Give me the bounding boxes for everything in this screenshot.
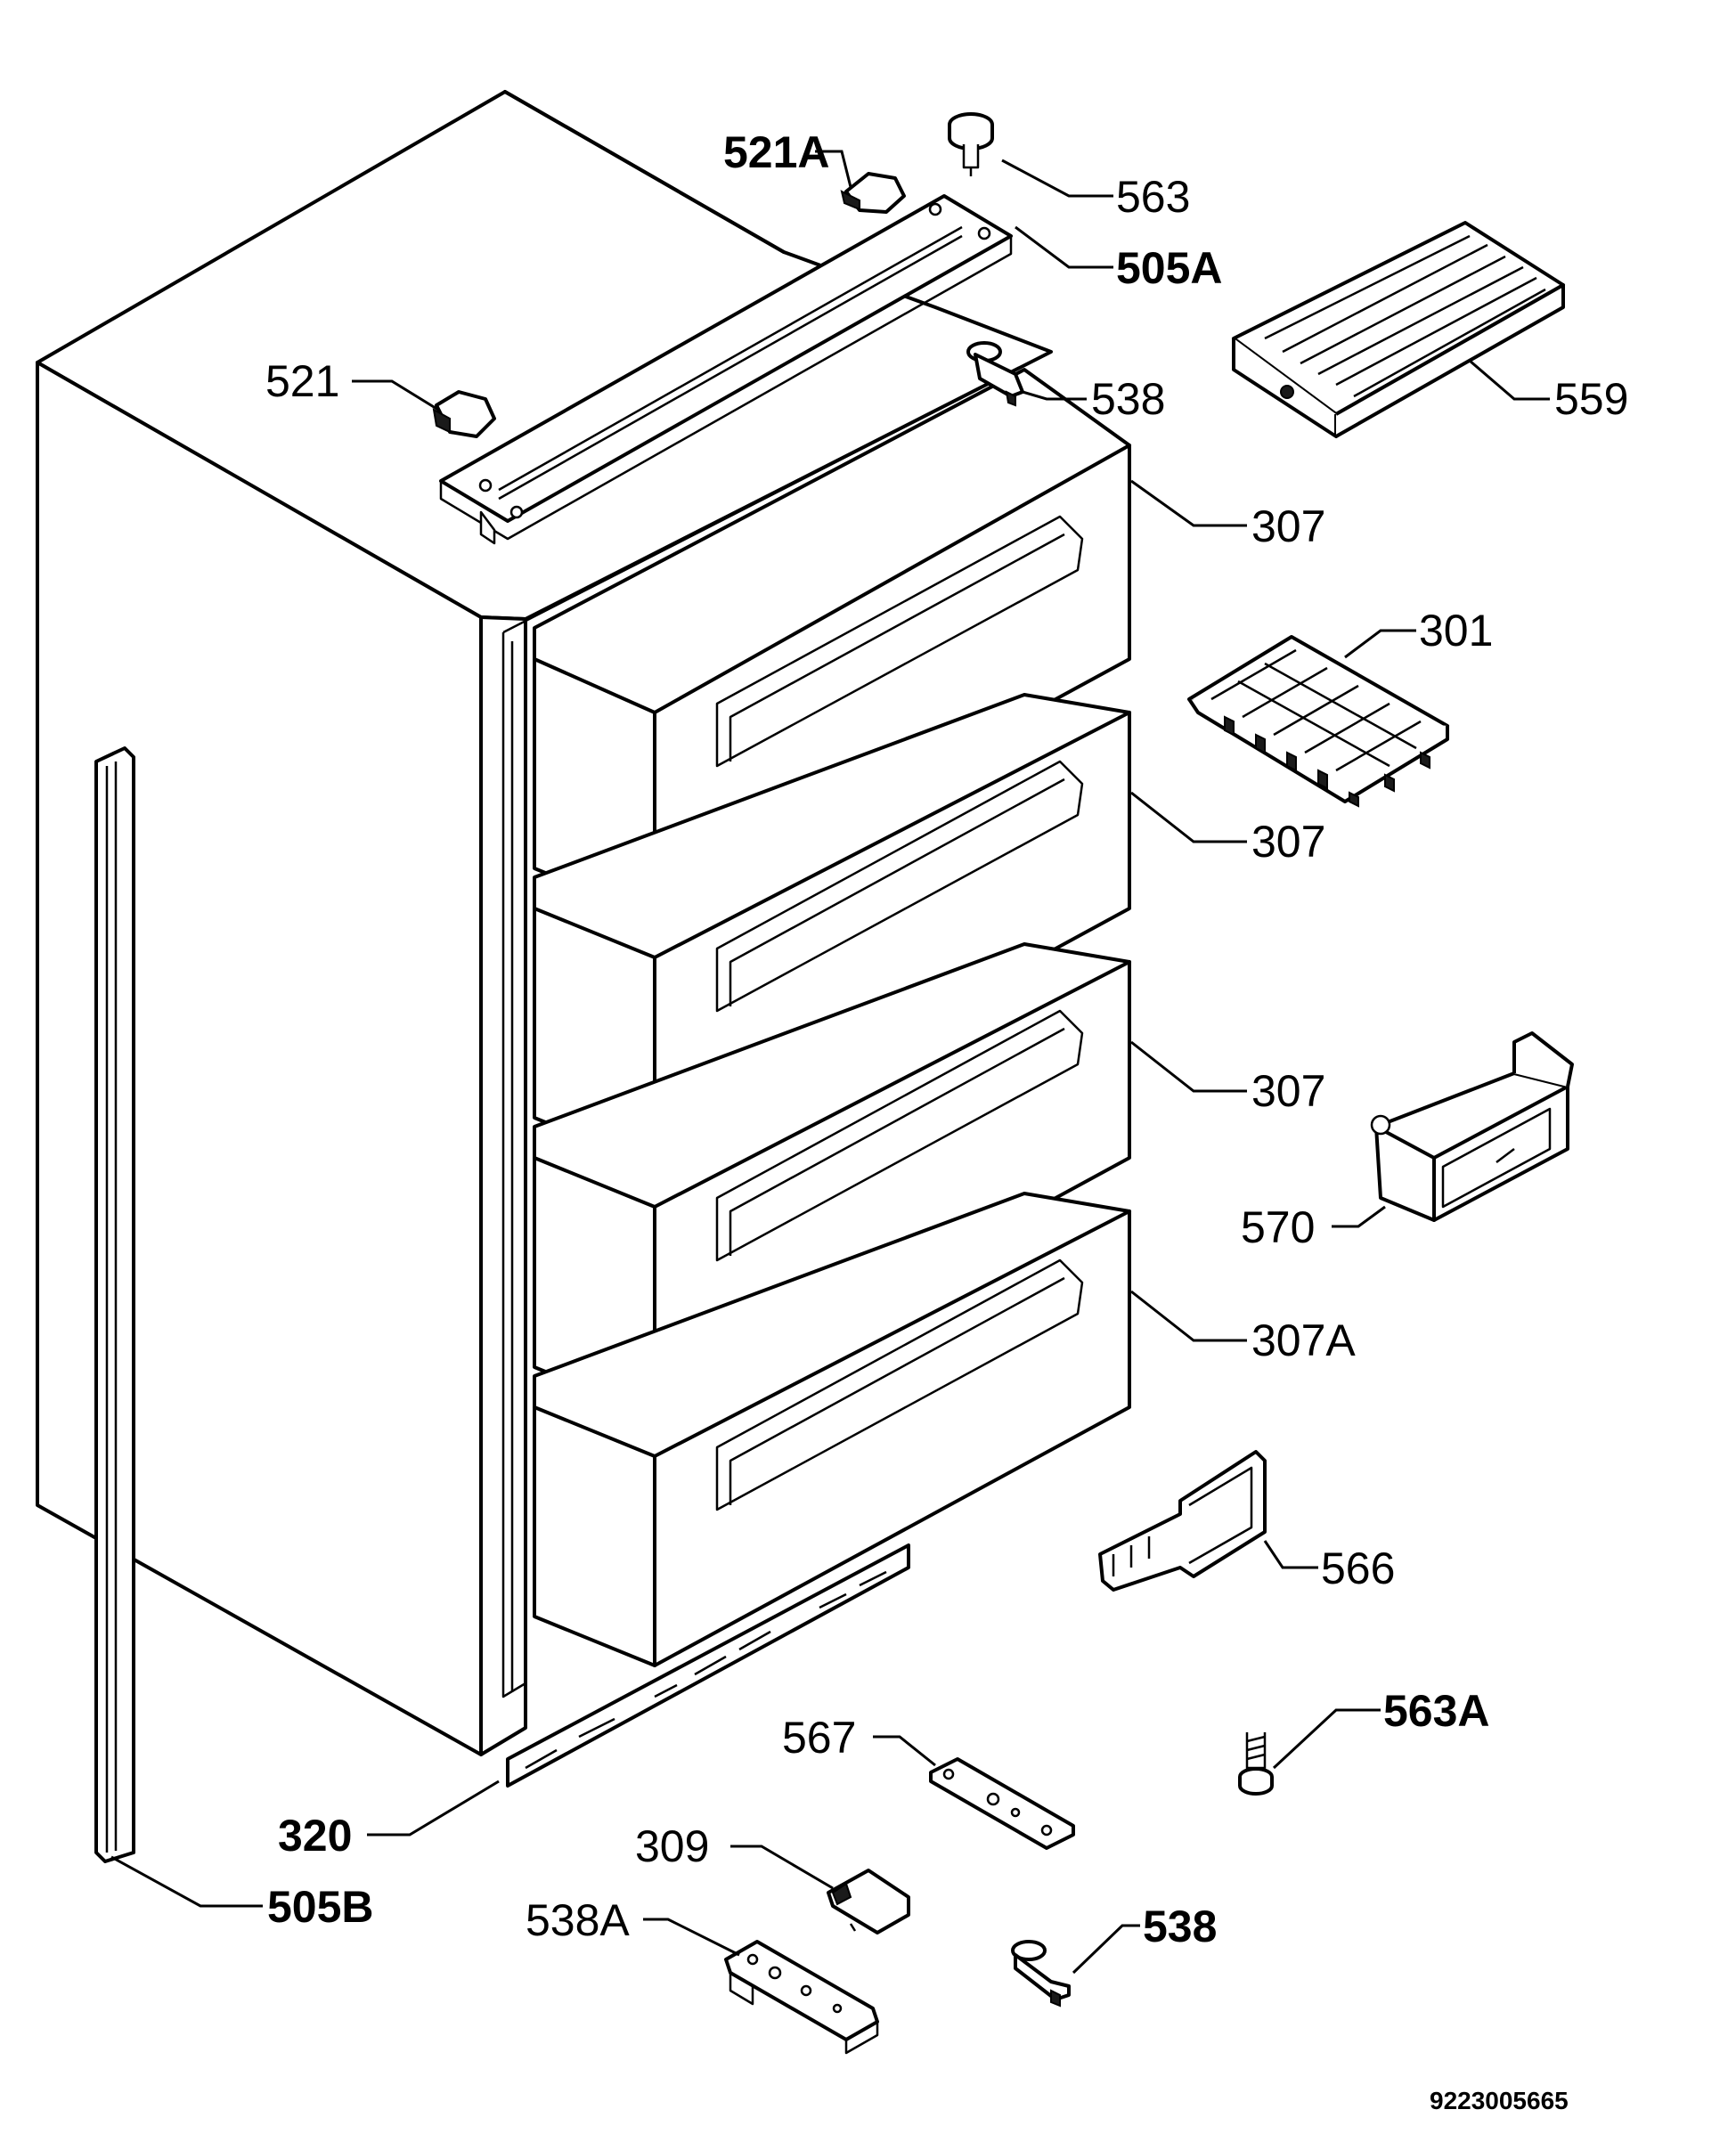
label-538-bottom: 538	[1143, 1902, 1217, 1951]
part-538-top	[966, 341, 1024, 407]
part-505b-strip	[94, 746, 135, 1863]
label-505b: 505B	[267, 1882, 374, 1932]
part-521a	[840, 172, 906, 214]
part-570-box	[1370, 1031, 1574, 1222]
label-563a: 563A	[1383, 1686, 1490, 1736]
hinge-bar-505a	[439, 194, 1013, 545]
document-number: 9223005665	[1430, 2087, 1569, 2114]
part-301-ice-tray	[1187, 635, 1449, 808]
part-567-bracket	[929, 1757, 1075, 1850]
label-538a: 538A	[526, 1895, 630, 1945]
part-566-scraper	[1098, 1450, 1267, 1592]
label-307-2: 307	[1251, 817, 1325, 867]
label-559: 559	[1554, 374, 1628, 424]
label-521a: 521A	[723, 127, 830, 177]
label-309: 309	[635, 1821, 709, 1871]
label-301: 301	[1419, 606, 1493, 656]
drawer-2	[533, 693, 1131, 1169]
part-538-bottom-pin	[1011, 1940, 1071, 2008]
label-563: 563	[1116, 172, 1190, 222]
label-307-1: 307	[1251, 501, 1325, 551]
part-521	[432, 390, 496, 438]
label-570: 570	[1241, 1202, 1315, 1252]
part-309-clip	[827, 1869, 910, 1934]
part-559-grille	[1232, 221, 1565, 438]
label-320: 320	[278, 1811, 352, 1861]
part-563	[948, 112, 994, 176]
label-521: 521	[265, 356, 339, 406]
label-566: 566	[1321, 1543, 1395, 1593]
label-505a: 505A	[1116, 243, 1223, 293]
part-320-rail	[506, 1543, 910, 1788]
drawer-3	[533, 942, 1131, 1418]
cabinet-body	[36, 90, 1053, 1756]
drawer-1	[533, 368, 1131, 919]
drawer-4	[533, 1192, 1131, 1667]
label-307a: 307A	[1251, 1315, 1356, 1365]
label-538-top: 538	[1091, 374, 1165, 424]
part-labels: 521A 563 505A 559 521 538 307 301 307 30…	[265, 127, 1628, 2114]
label-567: 567	[782, 1713, 856, 1763]
part-538a-hinge	[724, 1940, 879, 2055]
leader-lines	[110, 150, 1550, 1975]
label-307-3: 307	[1251, 1066, 1325, 1116]
part-563a-screw	[1238, 1732, 1274, 1796]
